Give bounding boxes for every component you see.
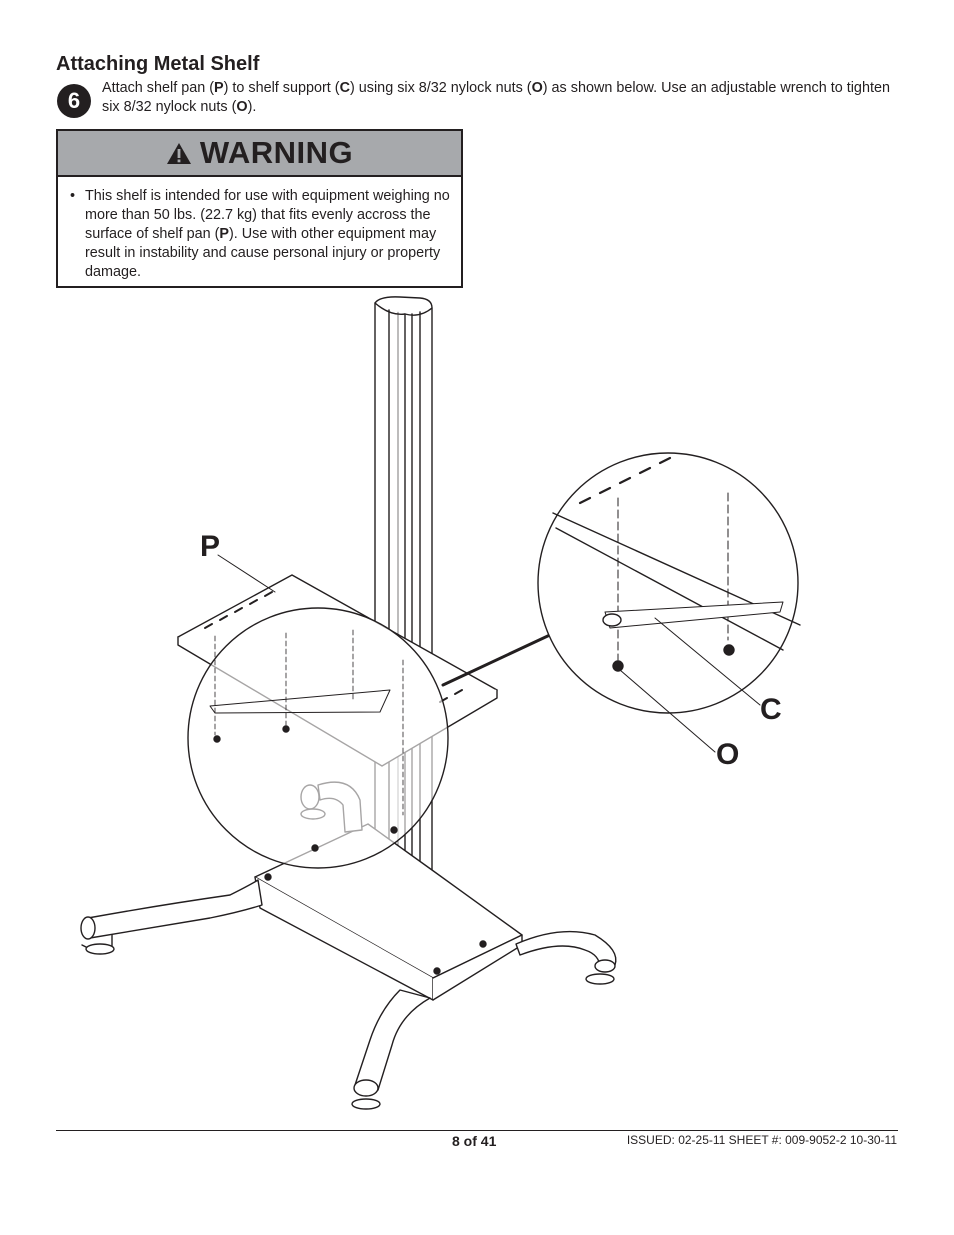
detail-circle-large xyxy=(537,452,799,714)
warning-box: WARNING • This shelf is intended for use… xyxy=(56,129,463,288)
warning-body: • This shelf is intended for use with eq… xyxy=(70,188,450,280)
issue-info: ISSUED: 02-25-11 SHEET #: 009-9052-2 10-… xyxy=(626,1133,897,1147)
warning-title: WARNING xyxy=(199,135,354,170)
warning-triangle-icon xyxy=(166,142,191,164)
warning-bullet: • xyxy=(70,188,76,204)
callout-c: C xyxy=(760,693,782,726)
front-leg xyxy=(354,989,431,1091)
callout-p: P xyxy=(200,530,221,563)
left-leg xyxy=(87,879,263,939)
step-instruction: Attach shelf pan (P) to shelf support (C… xyxy=(102,80,890,115)
step-number-badge: 6 xyxy=(57,84,91,118)
warning-header: WARNING xyxy=(58,131,461,177)
cart-assembly-illustration xyxy=(80,296,801,1110)
footer-rule xyxy=(56,1130,898,1131)
page-number: 8 of 41 xyxy=(452,1133,497,1149)
detail-circle-small xyxy=(187,607,449,869)
callout-o: O xyxy=(716,738,740,771)
section-title: Attaching Metal Shelf xyxy=(56,53,260,75)
